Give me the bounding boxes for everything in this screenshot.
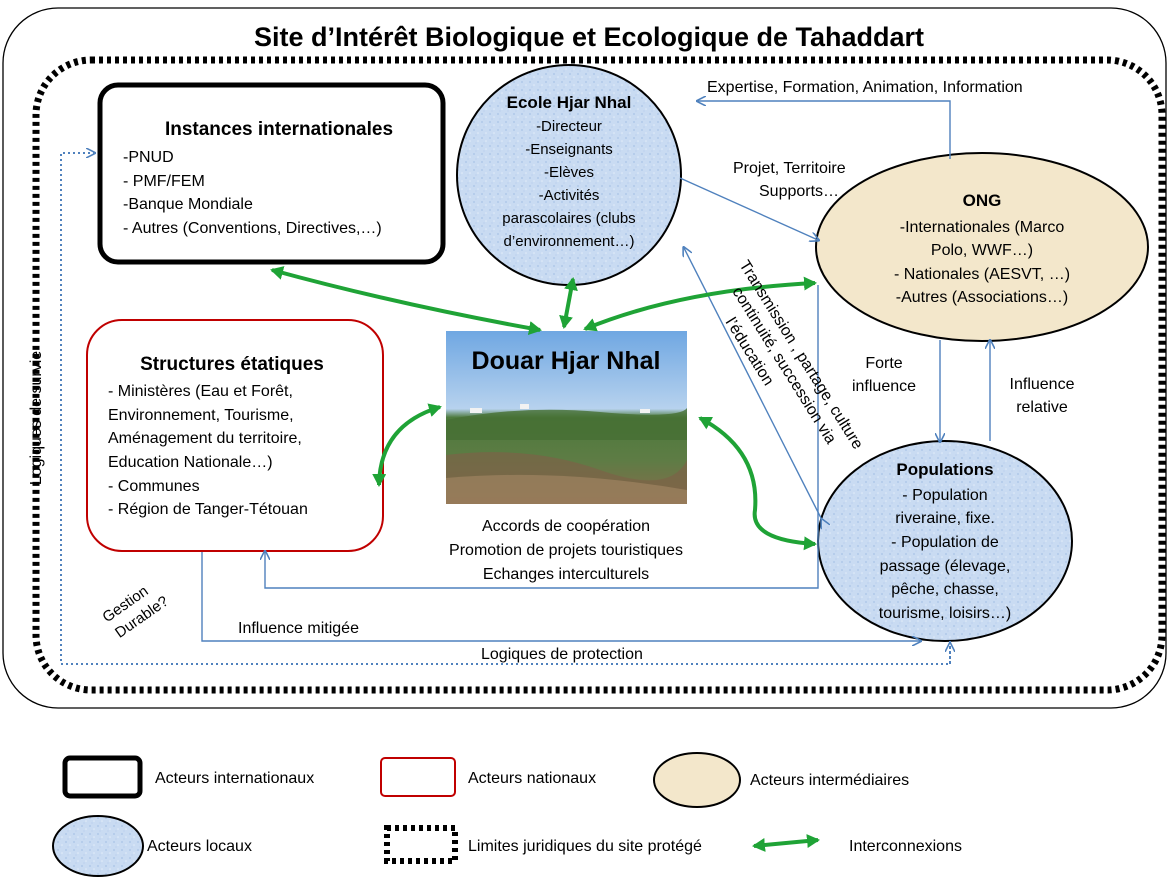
school-item: d’environnement…) <box>504 233 635 250</box>
transmission-label: continuité, succession via <box>729 284 840 447</box>
international-title: Instances internationales <box>165 119 393 140</box>
state-item: Environnement, Tourisme, <box>108 407 294 424</box>
legend-interconnection-swatch <box>752 834 820 852</box>
legend-international-label: Acteurs internationaux <box>155 770 314 787</box>
ngo-item: Polo, WWF…) <box>931 242 1033 259</box>
douar-title: Douar Hjar Nhal <box>472 347 661 375</box>
projet-label: Supports… <box>759 183 839 200</box>
logiques-survie-arrow <box>60 153 951 665</box>
legend-boundary-label: Limites juridiques du site protégé <box>468 838 702 855</box>
outer-frame <box>2 7 1167 709</box>
projet-label: Projet, Territoire <box>733 160 846 177</box>
state-item: Aménagement du territoire, <box>108 430 302 447</box>
population-title: Populations <box>896 460 993 479</box>
legend-intermediate-label: Acteurs intermédiaires <box>750 772 909 789</box>
legend-local-label: Acteurs locaux <box>147 838 252 855</box>
legend-local-swatch <box>52 815 144 877</box>
ngo-item: -Autres (Associations…) <box>896 289 1069 306</box>
school-item: -Activités <box>539 187 600 204</box>
douar-caption: Echanges interculturels <box>483 566 649 583</box>
school-title: Ecole Hjar Nhal <box>507 93 632 112</box>
influence-mitigee-arrow <box>201 552 920 641</box>
influence-relative-label: Influence <box>1010 376 1075 393</box>
ngo-item: - Nationales (AESVT, …) <box>894 266 1070 283</box>
international-item: - PMF/FEM <box>123 173 205 190</box>
expertise-label: Expertise, Formation, Animation, Informa… <box>707 79 1023 96</box>
forte-influence-label: Forte <box>865 355 902 372</box>
population-item: tourisme, loisirs…) <box>879 605 1011 622</box>
legend-national-label: Acteurs nationaux <box>468 770 596 787</box>
population-item: - Population <box>902 487 987 504</box>
population-item: pêche, chasse, <box>891 581 999 598</box>
legend-intermediate-swatch <box>653 752 741 808</box>
state-item: - Région de Tanger-Tétouan <box>108 501 308 518</box>
douar-photo <box>446 331 687 504</box>
school-item: parascolaires (clubs <box>502 210 635 227</box>
state-item: - Ministères (Eau et Forêt, <box>108 383 293 400</box>
douar-caption: Accords de coopération <box>482 518 650 535</box>
legend-national-swatch <box>380 757 456 797</box>
interconnection-state-douar <box>372 403 442 487</box>
influence-relative-label: relative <box>1016 399 1068 416</box>
interconnection-douar-population <box>698 416 817 551</box>
population-item: - Population de <box>891 534 999 551</box>
legend-boundary-swatch <box>384 825 458 864</box>
state-item: - Communes <box>108 478 200 495</box>
state-item: Education Nationale…) <box>108 454 273 471</box>
ngo-title: ONG <box>963 191 1002 210</box>
population-item: passage (élevage, <box>880 558 1011 575</box>
legend-international-swatch <box>62 755 143 799</box>
legend-interconnection-label: Interconnexions <box>849 838 962 855</box>
logiques-protection-label: Logiques de protection <box>481 646 643 663</box>
population-item: riveraine, fixe. <box>895 510 995 527</box>
school-item: -Enseignants <box>525 141 613 158</box>
douar-caption: Promotion de projets touristiques <box>449 542 683 559</box>
projet-arrow <box>679 177 818 240</box>
population-to-state-arrow <box>265 285 819 589</box>
ngo-item: -Internationales (Marco <box>900 219 1065 236</box>
international-item: -Banque Mondiale <box>123 196 253 213</box>
state-title: Structures étatiques <box>140 354 324 375</box>
interconnection-douar-ngo <box>583 276 817 332</box>
school-item: -Elèves <box>544 164 594 181</box>
influence-mitigee-label: Influence mitigée <box>238 620 359 637</box>
international-item: - Autres (Conventions, Directives,…) <box>123 220 382 237</box>
logiques-survie-label: Logiques de survie <box>28 351 45 485</box>
school-item: -Directeur <box>536 118 602 135</box>
diagram-title: Site d’Intérêt Biologique et Ecologique … <box>254 22 924 52</box>
interconnection-international-douar <box>270 266 542 335</box>
interconnection-school-douar <box>559 277 578 329</box>
expertise-arrow <box>698 101 951 159</box>
site-boundary <box>32 56 1166 694</box>
forte-influence-label: influence <box>852 378 916 395</box>
international-box <box>97 82 446 265</box>
international-item: -PNUD <box>123 149 174 166</box>
